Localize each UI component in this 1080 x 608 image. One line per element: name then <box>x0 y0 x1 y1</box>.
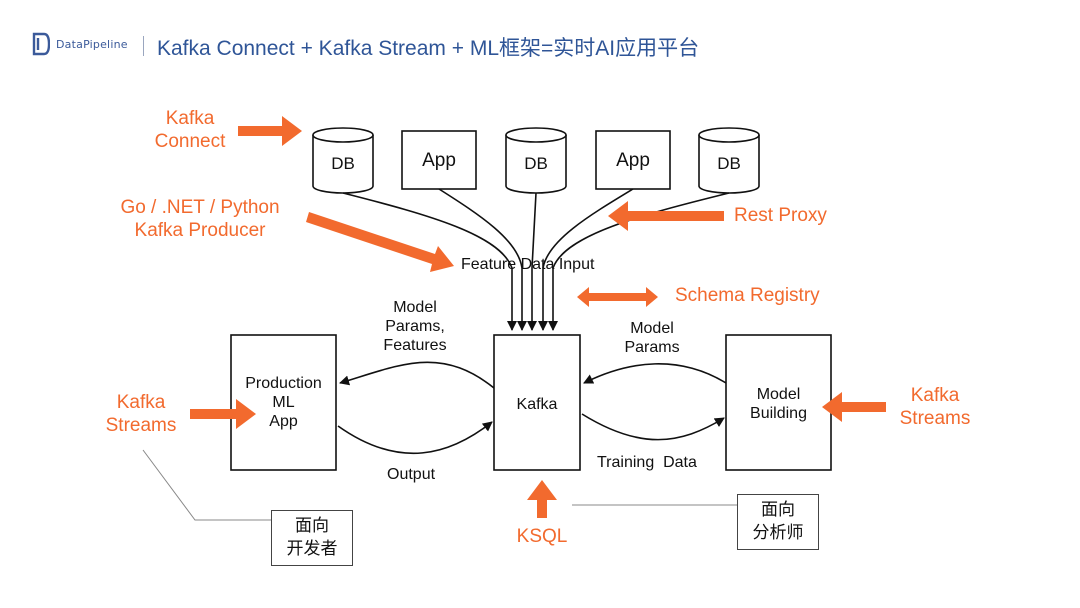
db-label-3: DB <box>717 154 741 173</box>
slide-title: Kafka Connect + Kafka Stream + ML框架=实时AI… <box>157 37 700 60</box>
schema-registry-arrow <box>577 287 658 307</box>
model-building-label: Model Building <box>750 386 807 423</box>
kafka-connect-label: Kafka Connect <box>154 108 226 152</box>
slide-header: DataPipeline Kafka Connect + Kafka Strea… <box>0 0 1080 80</box>
output-label: Output <box>387 466 436 483</box>
logo-text: DataPipeline <box>56 37 128 51</box>
developer-note-line-2: 开发者 <box>286 539 338 559</box>
analyst-note-box: 面向 分析师 <box>737 494 819 550</box>
kafka-label: Kafka <box>516 396 558 413</box>
production-ml-app-box <box>230 334 337 471</box>
source-db-1 <box>312 127 374 194</box>
schema-registry-label: Schema Registry <box>675 285 820 306</box>
producer-label: Go / .NET / Python Kafka Producer <box>120 197 280 241</box>
analyst-note-line-1: 面向 <box>761 500 795 520</box>
developer-note-line-1: 面向 <box>295 516 329 536</box>
kafka-streams-left-arrow <box>190 399 256 429</box>
source-app-1 <box>401 130 477 190</box>
kafka-streams-left-label: Kafka Streams <box>105 392 177 436</box>
db-label-2: DB <box>524 154 548 173</box>
output-to-kafka-curve <box>337 421 493 455</box>
kafka-box <box>493 334 581 471</box>
params-to-production-curve <box>339 361 495 389</box>
feature-input-label: Feature Data Input <box>461 256 595 273</box>
production-ml-app-label: Production ML App <box>245 375 322 431</box>
training-data-label: Training Data <box>597 454 697 471</box>
feed-lines <box>342 188 730 331</box>
params-to-kafka-curve <box>583 363 727 384</box>
logo: DataPipeline <box>32 32 128 56</box>
producer-arrow <box>306 212 454 272</box>
model-params-features-label: Model Params, Features <box>383 299 447 355</box>
kafka-streams-right-label: Kafka Streams <box>899 385 971 429</box>
kafka-streams-right-arrow <box>822 392 886 422</box>
ksql-arrow <box>527 480 557 518</box>
training-data-curve <box>581 413 725 441</box>
ksql-label: KSQL <box>516 526 568 547</box>
app-label-1: App <box>422 150 456 171</box>
source-app-2 <box>595 130 671 190</box>
rest-proxy-arrow <box>608 201 724 231</box>
header-divider <box>143 36 144 56</box>
app-label-2: App <box>616 150 650 171</box>
source-db-3 <box>698 127 760 194</box>
developer-note-box: 面向 开发者 <box>271 510 353 566</box>
rest-proxy-label: Rest Proxy <box>734 205 827 226</box>
datapipeline-logo-icon <box>32 32 50 56</box>
kafka-connect-arrow <box>238 116 302 146</box>
db-label-1: DB <box>331 154 355 173</box>
developer-note-connector <box>142 449 271 521</box>
analyst-note-line-2: 分析师 <box>752 523 804 543</box>
model-params-label: Model Params <box>624 320 680 357</box>
model-building-box <box>725 334 832 471</box>
source-db-2 <box>505 127 567 194</box>
